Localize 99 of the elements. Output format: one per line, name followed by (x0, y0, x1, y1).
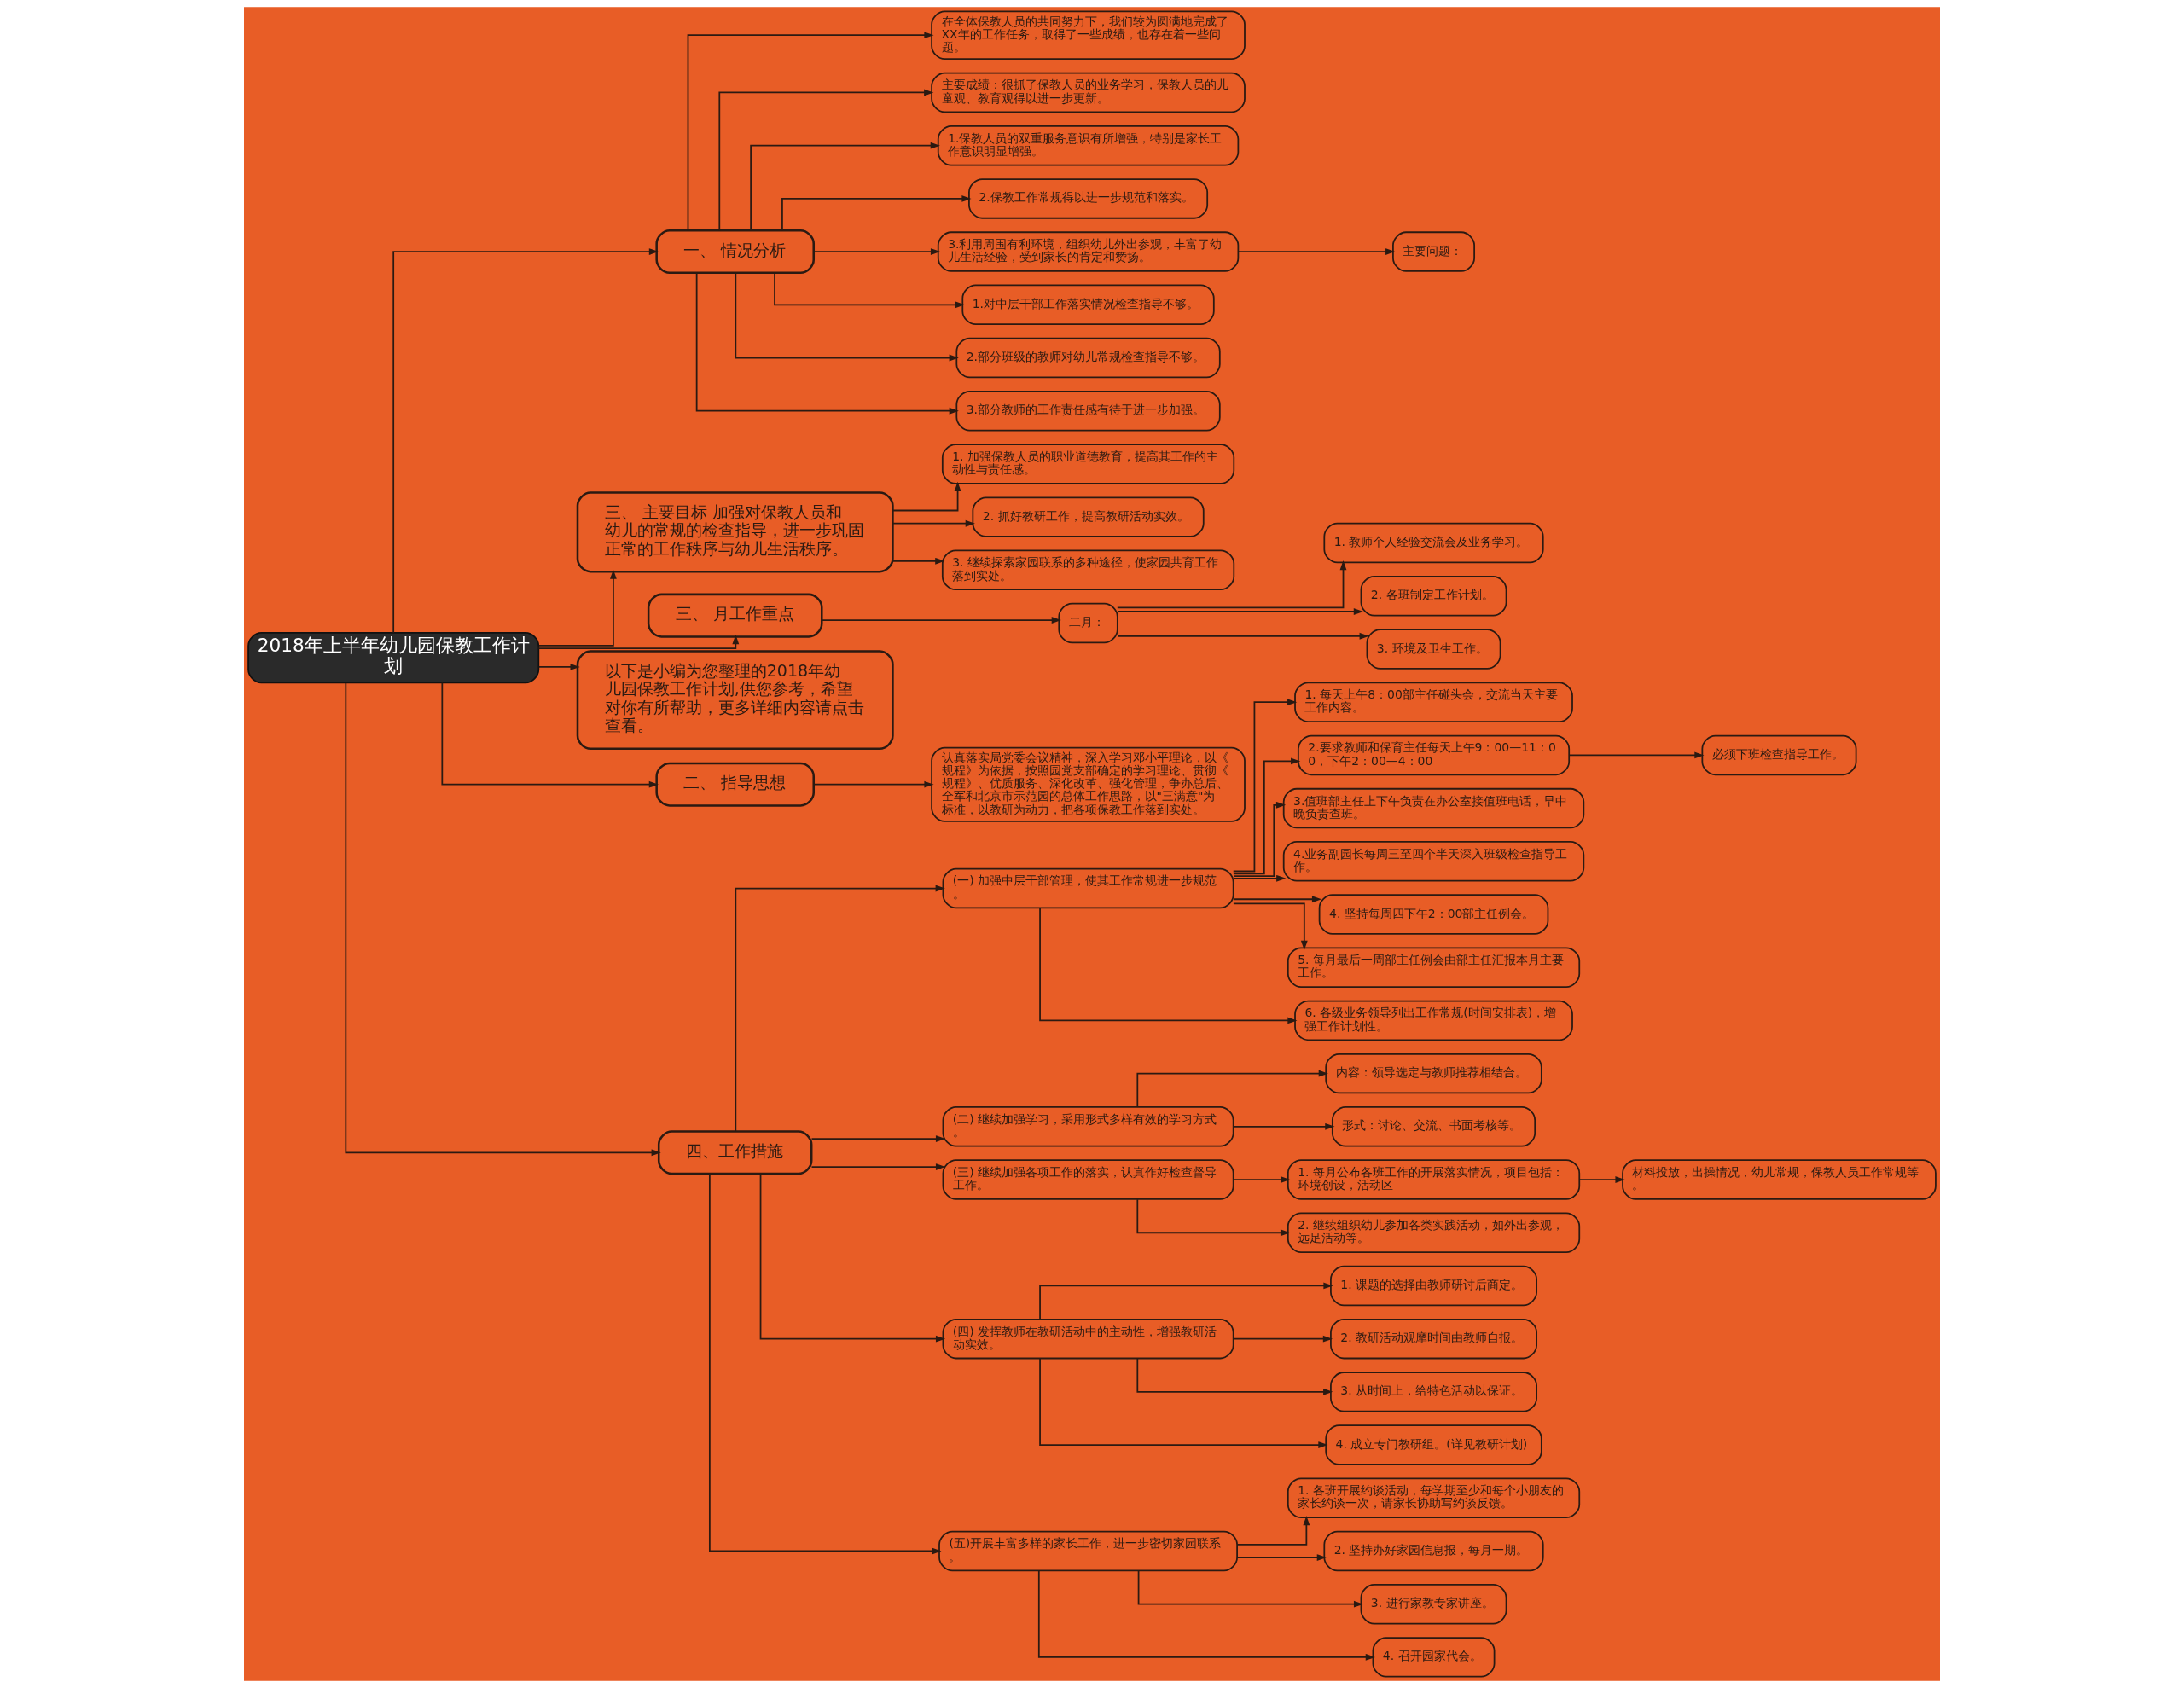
arrow (1117, 632, 1369, 640)
arrow (781, 194, 972, 232)
arrow (537, 664, 580, 670)
arrow (892, 557, 945, 565)
arrow (810, 1135, 946, 1143)
arrow (1233, 1335, 1333, 1343)
node-box: 一、 情况分析 (655, 229, 815, 275)
node-box: 材料投放，出操情况，幼儿常规，保教人员工作常规等。 (1622, 1159, 1937, 1200)
node-box: 认真落实局党委会议精神，深入学习邓小平理论，以《规程》为依据，按照园党支部确定的学习理论、贯彻《规程》、优质服务、深化改革、强化管理，争办总后、全军和北京市示范园的总体工作思路，以"三满意"为标准，以教研为动力，把各项保教工作落到实处。 (931, 746, 1246, 822)
arrow (1039, 1358, 1328, 1448)
arrow (441, 682, 659, 788)
node-box: 三、 主要目标 加强对保教人员和幼儿的常规的检查指导，进一步巩固正常的工作秩序与幼儿生活秩序。 (576, 491, 894, 573)
node-box: 4. 坚持每周四下午2：00部主任例会。 (1318, 894, 1549, 935)
arrow (1136, 1070, 1328, 1108)
arrow (1236, 1554, 1327, 1561)
node-box: 形式：讨论、交流、书面考核等。 (1331, 1106, 1536, 1147)
node-box: 2. 教研活动观摩时间由教师自报。 (1330, 1318, 1537, 1360)
arrow (1039, 907, 1298, 1024)
arrow (810, 1163, 946, 1171)
node-box: 三、 月工作重点 (647, 593, 823, 638)
node-box: 4. 召开园家代会。 (1372, 1637, 1496, 1678)
arrow (687, 32, 934, 232)
arrow (1136, 1198, 1291, 1237)
node-box: 4. 成立专门教研组。(详见教研计划) (1325, 1424, 1542, 1465)
arrow (695, 272, 959, 415)
arrow (1233, 757, 1301, 875)
node-box: 主要成绩：很抓了保教人员的业务学习，保教人员的儿童观、教育观得以进一步更新。 (931, 72, 1246, 113)
node-box: 2. 坚持办好家园信息报，每月一期。 (1323, 1530, 1544, 1572)
node-box: 1. 每月公布各班工作的开展落实情况，项目包括：环境创设，活动区 (1287, 1159, 1581, 1200)
node-box: 2. 继续组织幼儿参加各类实践活动，如外出参观，远足活动等。 (1287, 1212, 1581, 1253)
arrow (1137, 1569, 1364, 1608)
arrow (735, 272, 959, 362)
arrow (1233, 1176, 1291, 1183)
arrow (821, 617, 1061, 624)
arrow (1037, 1569, 1375, 1661)
arrow (1233, 902, 1308, 951)
arrow (1136, 1357, 1333, 1395)
node-box: (一) 加强中层干部管理，使其工作常规进一步规范。 (942, 867, 1234, 909)
node-box: 2. 抓好教研工作，提高教研活动实效。 (972, 496, 1205, 537)
node-box: 四、工作措施 (657, 1130, 813, 1175)
node-box: 3. 继续探索家园联系的多种途径，使家园共育工作落到实处。 (941, 549, 1235, 591)
node-box: 1. 课题的选择由教师研讨后商定。 (1330, 1265, 1537, 1307)
arrow (1233, 1122, 1335, 1130)
node-box: (三) 继续加强各项工作的落实，认真作好检查督导工作。 (942, 1159, 1234, 1200)
arrow (1232, 699, 1298, 873)
arrow (774, 272, 965, 309)
arrow (1233, 896, 1322, 903)
node-box: 5. 每月最后一周部主任例会由部主任汇报本月主要工作。 (1287, 947, 1581, 988)
node-box: 3.利用周围有利环境，组织幼儿外出参观，丰富了幼儿生活经验，受到家长的肯定和赞扬。 (937, 231, 1240, 272)
arrow (1237, 248, 1396, 255)
arrow (735, 885, 945, 1133)
arrow (1116, 560, 1347, 609)
node-box: 3.部分教师的工作责任感有待于进一步加强。 (956, 390, 1221, 432)
arrow (1039, 1282, 1333, 1320)
node-box: 2.要求教师和保育主任每天上午9：00—11：00，下午2：00—4：00 (1297, 734, 1571, 776)
node-box: 3. 从时间上，给特色活动以保证。 (1330, 1372, 1537, 1412)
arrow (813, 780, 934, 788)
arrow (1568, 751, 1705, 759)
node-box: 4.业务副园长每周三至四个半天深入班级检查指导工作。 (1282, 841, 1585, 882)
arrow (1236, 1516, 1310, 1546)
node-box: 3. 进行家教专家讲座。 (1360, 1583, 1507, 1625)
arrow (1578, 1176, 1625, 1183)
arrow (1233, 801, 1287, 877)
node-box: 1.保教人员的双重服务意识有所增强，特别是家长工作意识明显增强。 (937, 125, 1240, 166)
arrow (718, 89, 934, 232)
arrow (1233, 874, 1287, 882)
arrow (813, 248, 941, 255)
node-box: (四) 发挥教师在教研活动中的主动性，增强教研活动实效。 (942, 1318, 1234, 1360)
node-box: 内容：领导选定与教师推荐相结合。 (1325, 1053, 1542, 1094)
node-box: (五)开展丰富多样的家长工作，进一步密切家园联系。 (938, 1530, 1238, 1572)
arrow (537, 569, 617, 647)
node-box: 1.对中层干部工作落实情况检查指导不够。 (961, 284, 1215, 326)
node-box: 以下是小编为您整理的2018年幼儿园保教工作计划,供您参考，希望对你有所帮助，更多详细内容请点击查看。 (576, 650, 894, 751)
arrow (392, 248, 659, 634)
node-box: (二) 继续加强学习，采用形式多样有效的学习方式。 (942, 1106, 1234, 1147)
arrow (892, 519, 975, 527)
arrow (709, 1173, 942, 1555)
arrow (345, 682, 661, 1157)
node-box: 1. 教师个人经验交流会及业务学习。 (1323, 522, 1544, 564)
arrow (750, 142, 940, 231)
node-box: 二月： (1058, 602, 1118, 644)
node-box: 必须下班检查指导工作。 (1701, 734, 1857, 776)
node-box: 1. 每天上午8：00部主任碰头会，交流当天主要工作内容。 (1294, 682, 1573, 722)
node-box: 1. 各班开展约谈活动，每学期至少和每个小朋友的家长约谈一次，请家长协助写约谈反馈。 (1287, 1477, 1581, 1518)
node-box: 2. 各班制定工作计划。 (1360, 576, 1507, 617)
node-box: 在全体保教人员的共同努力下，我们较为圆满地完成了XX年的工作任务，取得了一些成绩，也存在着一些问题。 (931, 10, 1246, 60)
arrow (759, 1173, 946, 1343)
node-box: 2018年上半年幼儿园保教工作计划 (247, 632, 540, 684)
node-box: 1. 加强保教人员的职业道德教育，提高其工作的主动性与责任感。 (941, 444, 1235, 484)
node-box: 3.值班部主任上下午负责在办公室接值班电话，早中晚负责查班。 (1282, 787, 1585, 829)
node-box: 2.部分班级的教师对幼儿常规检查指导不够。 (956, 337, 1221, 379)
node-box: 6. 各级业务领导列出工作常规(时间安排表)，增强工作计划性。 (1294, 1000, 1573, 1041)
node-box: 3. 环境及卫生工作。 (1366, 629, 1502, 670)
node-box: 2.保教工作常规得以进一步规范和落实。 (968, 178, 1209, 219)
arrow (537, 634, 740, 650)
node-box: 主要问题： (1392, 231, 1476, 272)
node-box: 二、 指导思想 (655, 762, 815, 807)
arrow (1117, 608, 1363, 615)
arrow (892, 481, 961, 512)
